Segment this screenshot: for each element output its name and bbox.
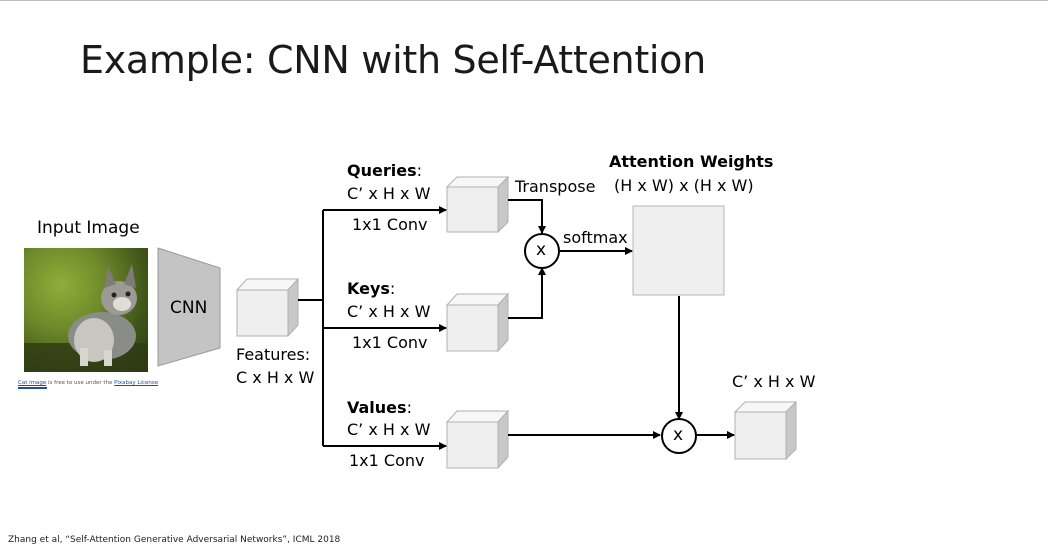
queries-transpose-arrow bbox=[508, 199, 546, 234]
keys-label: Keys bbox=[347, 279, 390, 298]
output-shape: C’ x H x W bbox=[732, 372, 816, 391]
features-label: Features: bbox=[236, 345, 311, 364]
multiply-node-bottom bbox=[661, 418, 697, 454]
queries-shape: C’ x H x W bbox=[347, 184, 431, 203]
queries-cube bbox=[445, 175, 510, 234]
image-credit: Cat image is free to use under the Pixab… bbox=[18, 380, 158, 386]
softmax-label: softmax bbox=[563, 228, 628, 247]
output-cube bbox=[733, 400, 798, 461]
slide-title: Example: CNN with Self-Attention bbox=[80, 38, 706, 82]
keys-title: Keys: bbox=[347, 279, 395, 298]
values-shape: C’ x H x W bbox=[347, 420, 431, 439]
values-conv: 1x1 Conv bbox=[349, 451, 425, 470]
multiply-node-top bbox=[524, 233, 560, 269]
keys-shape: C’ x H x W bbox=[347, 302, 431, 321]
values-cube bbox=[445, 409, 510, 470]
queries-conv: 1x1 Conv bbox=[352, 215, 428, 234]
input-image-label: Input Image bbox=[37, 218, 140, 238]
cnn-label: CNN bbox=[170, 298, 208, 318]
top-border bbox=[0, 0, 1048, 1]
features-shape: C x H x W bbox=[236, 368, 315, 387]
keys-colon: : bbox=[389, 279, 396, 298]
features-cube bbox=[235, 277, 300, 338]
attention-weights-title: Attention Weights bbox=[609, 152, 774, 171]
values-label: Values bbox=[347, 398, 407, 417]
keys-to-multiply-arrow bbox=[508, 267, 546, 319]
keys-cube bbox=[445, 292, 510, 353]
cnn-trapezoid bbox=[157, 247, 221, 367]
cat-picture bbox=[24, 264, 148, 372]
input-cat-image bbox=[24, 248, 148, 372]
queries-label: Queries bbox=[347, 161, 417, 180]
values-colon: : bbox=[406, 398, 412, 417]
cat-image-link[interactable]: Cat image bbox=[18, 380, 47, 386]
keys-conv: 1x1 Conv bbox=[352, 333, 428, 352]
attention-weights-matrix bbox=[632, 205, 725, 296]
queries-title: Queries: bbox=[347, 161, 422, 180]
attention-weights-shape: (H x W) x (H x W) bbox=[614, 176, 754, 195]
transpose-label: Transpose bbox=[515, 177, 596, 196]
pixabay-license-link[interactable]: Pixabay License bbox=[114, 380, 159, 386]
citation-footer: Zhang et al, “Self-Attention Generative … bbox=[8, 535, 341, 545]
multiply-symbol-bottom: x bbox=[673, 425, 684, 445]
credit-underline bbox=[18, 387, 47, 389]
credit-text: is free to use under the bbox=[46, 380, 115, 386]
values-title: Values: bbox=[347, 398, 412, 417]
queries-colon: : bbox=[416, 161, 422, 180]
multiply-symbol-top: x bbox=[536, 240, 547, 260]
